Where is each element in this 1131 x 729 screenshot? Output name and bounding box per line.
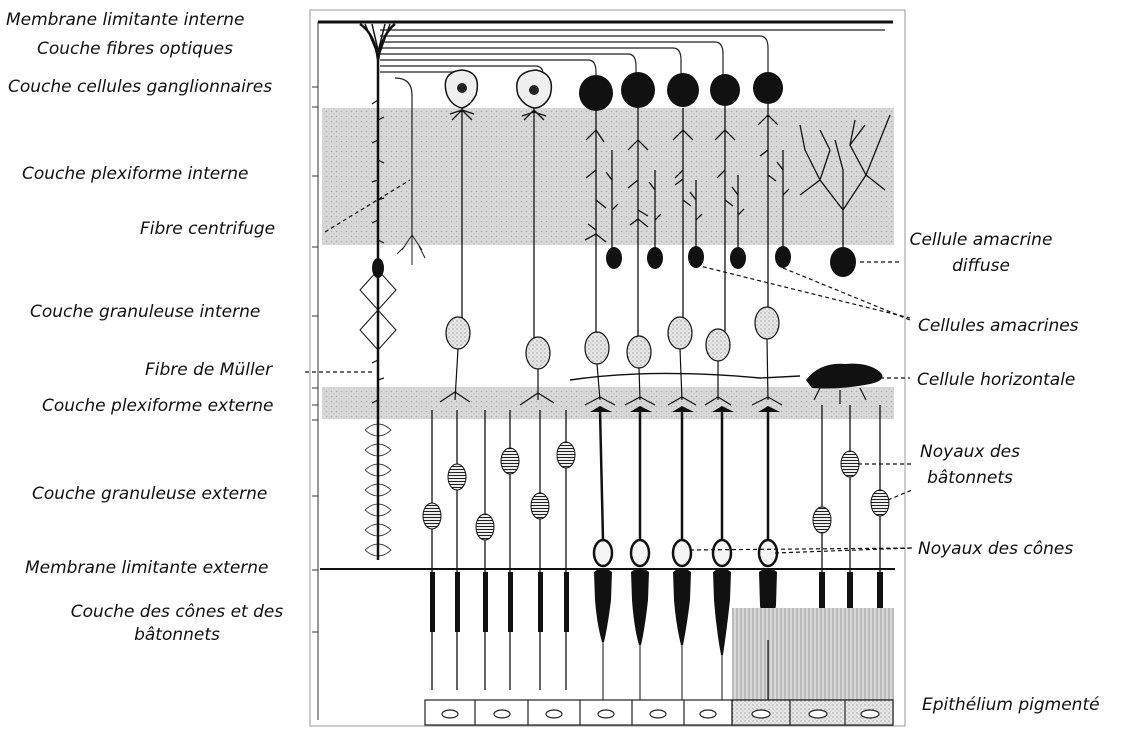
cone-fibres	[600, 410, 768, 540]
muller-nucleus	[372, 258, 384, 278]
label-cellule-amacrine-diffuse-line2: diffuse	[906, 256, 1056, 276]
cone-nuclei	[594, 540, 777, 566]
outer-plexiform-band	[322, 387, 894, 419]
label-epithelium-pigmente: Epithélium pigmenté	[922, 695, 1100, 715]
label-couche-plexiforme-interne: Couche plexiforme interne	[22, 164, 248, 184]
label-couche-cones-batonnets-line1: Couche des cônes et des	[57, 602, 297, 622]
rod-nuclei	[423, 442, 889, 540]
muller-fibre	[360, 24, 396, 560]
label-couche-granuleuse-externe: Couche granuleuse externe	[32, 484, 267, 504]
layer-bracket	[312, 22, 318, 720]
label-cellule-amacrine-diffuse: Cellule amacrine diffuse	[906, 230, 1056, 276]
label-cellule-horizontale: Cellule horizontale	[917, 370, 1075, 390]
label-cellule-amacrine-diffuse-line1: Cellule amacrine	[906, 230, 1056, 250]
bipolar-cells	[446, 307, 779, 369]
label-couche-cellules-ganglionnaires: Couche cellules ganglionnaires	[8, 77, 272, 97]
label-noyaux-batonnets: Noyaux des bâtonnets	[915, 442, 1025, 488]
label-membrane-limitante-externe: Membrane limitante externe	[25, 558, 269, 578]
label-noyaux-batonnets-line2: bâtonnets	[915, 468, 1025, 488]
label-couche-fibres-optiques: Couche fibres optiques	[37, 39, 233, 59]
label-fibre-de-muller: Fibre de Müller	[145, 360, 272, 380]
label-couche-cones-batonnets: Couche des cônes et des bâtonnets	[57, 602, 297, 645]
pigment-processes	[732, 608, 894, 700]
amacrine-cells	[606, 246, 856, 277]
label-fibre-centrifuge: Fibre centrifuge	[140, 219, 275, 239]
label-membrane-limitante-interne: Membrane limitante interne	[6, 10, 244, 30]
label-noyaux-cones: Noyaux des cônes	[918, 539, 1073, 559]
pigment-epithelium	[425, 700, 893, 725]
label-couche-cones-batonnets-line2: bâtonnets	[57, 625, 297, 645]
label-noyaux-batonnets-line1: Noyaux des	[915, 442, 1025, 462]
label-couche-plexiforme-externe: Couche plexiforme externe	[42, 396, 273, 416]
label-couche-granuleuse-interne: Couche granuleuse interne	[30, 302, 260, 322]
label-cellules-amacrines: Cellules amacrines	[918, 316, 1079, 336]
inner-plexiform-band	[322, 108, 894, 245]
ganglion-cells-dark	[579, 72, 783, 111]
